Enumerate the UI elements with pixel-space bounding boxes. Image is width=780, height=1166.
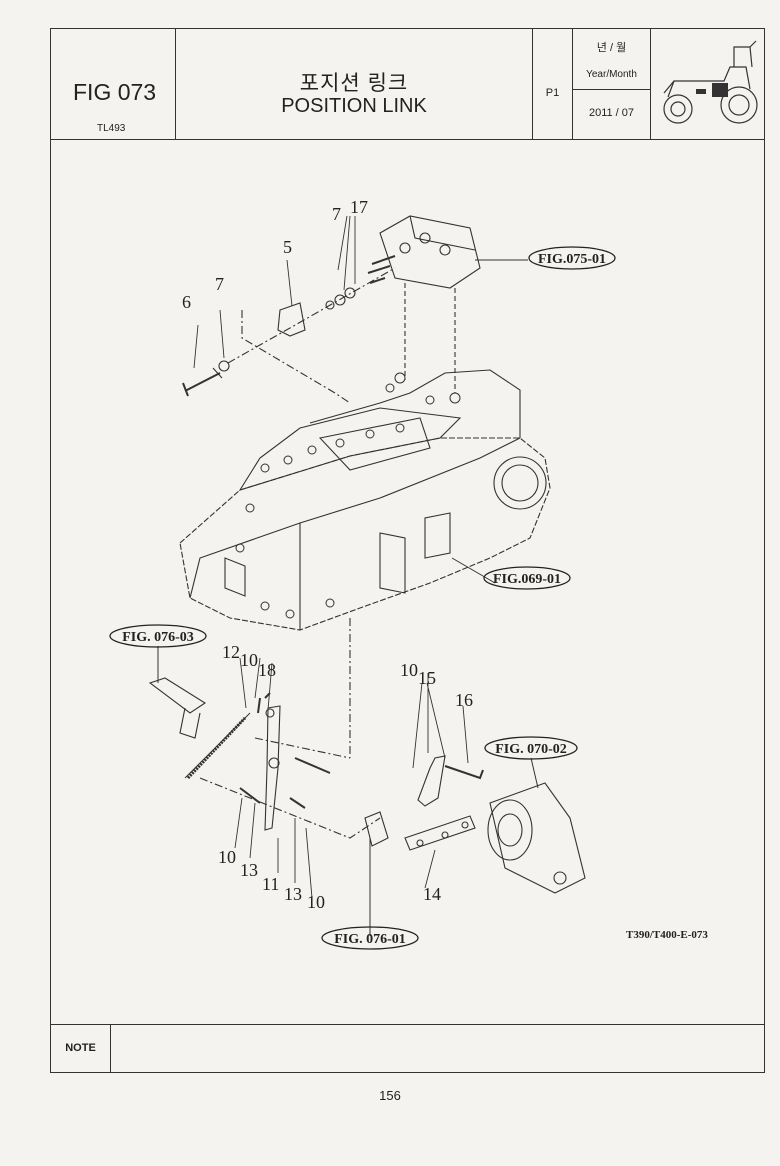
spring <box>186 716 247 780</box>
year-month-label: Year/Month <box>586 69 637 80</box>
year-month-korean: 년 / 월 <box>596 42 627 54</box>
lever <box>264 705 281 831</box>
part-label: 10 <box>240 650 258 670</box>
figure-ref: FIG.075-01 <box>538 252 606 267</box>
page-code-cell: P1 <box>533 29 573 139</box>
part-label: 10 <box>218 847 236 867</box>
shaft <box>148 677 207 714</box>
bolt <box>182 372 221 397</box>
page-code: P1 <box>545 87 560 99</box>
valve-block <box>379 215 481 289</box>
part-label: 11 <box>262 874 279 894</box>
drawing-frame: FIG 073 TL493 포지션 링크 POSITION LINK P1 년 … <box>50 28 765 1073</box>
bracket <box>277 302 306 337</box>
title-cell: 포지션 링크 POSITION LINK <box>176 29 533 139</box>
drawing-code: T390/T400-E-073 <box>626 929 708 941</box>
model-code: TL493 <box>97 123 126 134</box>
figure-number: FIG 073 <box>73 79 157 105</box>
part-label: 6 <box>182 292 191 312</box>
housing-top-face <box>238 407 462 491</box>
page-number: 156 <box>379 1088 401 1103</box>
tractor-icon <box>663 40 758 124</box>
cylinder <box>489 782 586 894</box>
part-label: 10 <box>307 892 325 912</box>
part-label: 13 <box>284 884 302 904</box>
title-english: POSITION LINK <box>281 95 427 117</box>
housing-outline <box>179 437 551 631</box>
year-month-cell: 년 / 월 Year/Month 2011 / 07 <box>573 29 651 139</box>
figure-ref: FIG. 076-01 <box>334 932 406 947</box>
part-label: 14 <box>423 884 441 904</box>
link <box>417 755 446 807</box>
part-label: 12 <box>222 642 240 662</box>
part-label: 5 <box>283 237 292 257</box>
fig-number-cell: FIG 073 TL493 <box>51 29 176 139</box>
figure-ref: FIG. 076-03 <box>122 630 194 645</box>
note-label: NOTE <box>51 1025 111 1072</box>
part-label: 7 <box>215 274 224 294</box>
issue-date: 2011 / 07 <box>588 107 635 119</box>
figure-ref: FIG. 070-02 <box>495 742 567 757</box>
part-label: 7 <box>332 204 341 224</box>
part-label: 16 <box>455 690 473 710</box>
title-block: FIG 073 TL493 포지션 링크 POSITION LINK P1 년 … <box>51 29 764 140</box>
part-label: 17 <box>350 197 368 217</box>
part-label: 10 <box>400 660 418 680</box>
title-korean: 포지션 링크 <box>299 72 409 95</box>
pin <box>444 765 484 780</box>
note-row: NOTE <box>51 1024 764 1072</box>
part-label: 15 <box>418 668 436 688</box>
plate <box>404 815 476 851</box>
part-label: 13 <box>240 860 258 880</box>
figure-ref: FIG.069-01 <box>493 572 561 587</box>
housing-side-face <box>189 522 301 630</box>
part-label: 18 <box>258 660 276 680</box>
exploded-parts-diagram: 7 17 5 7 6 12 10 18 10 15 16 10 13 11 13… <box>109 197 708 950</box>
